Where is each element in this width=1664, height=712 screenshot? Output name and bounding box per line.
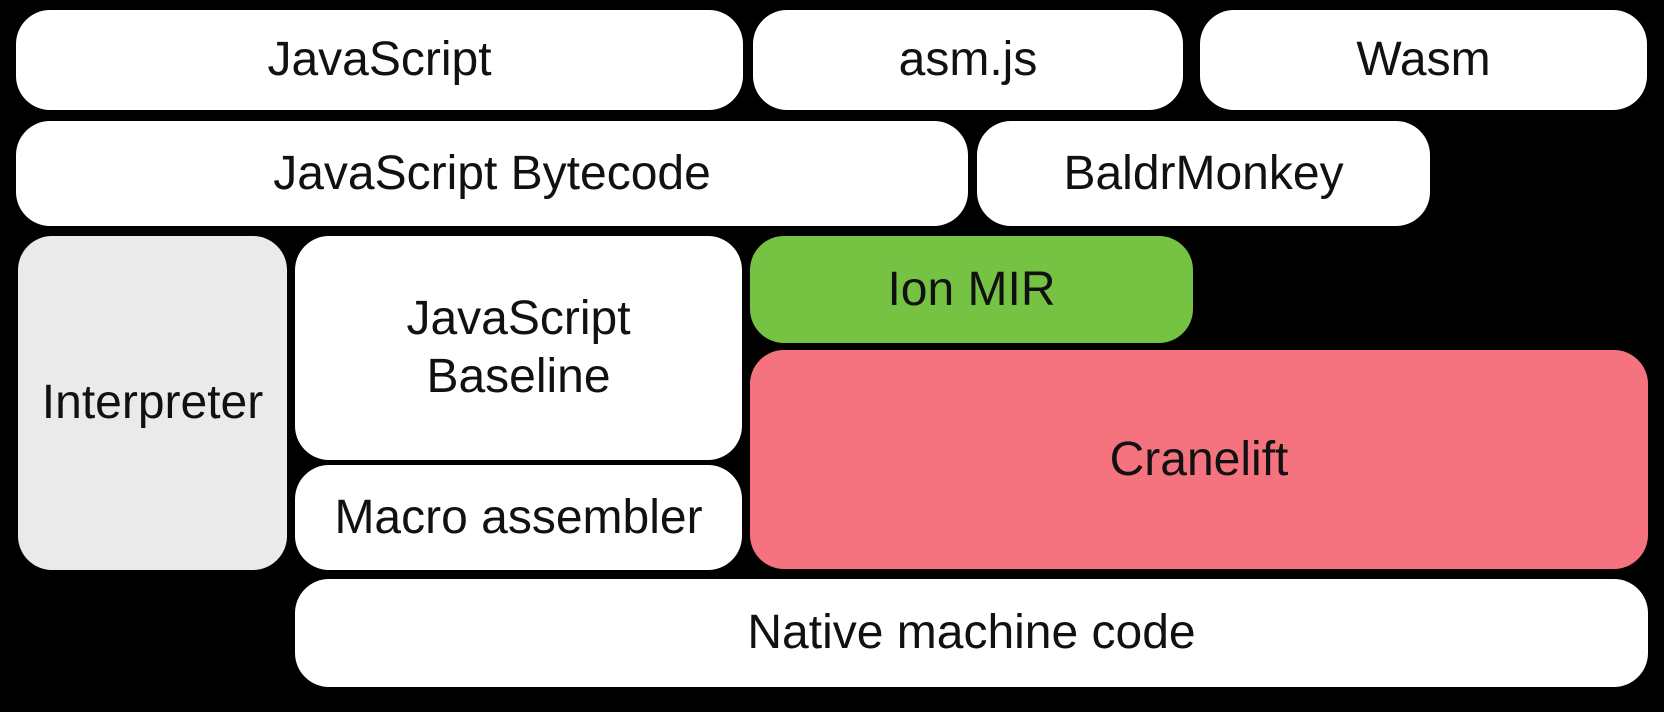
node-cranelift: Cranelift — [750, 350, 1648, 569]
node-interpreter: Interpreter — [18, 236, 287, 570]
node-wasm: Wasm — [1200, 10, 1647, 110]
node-javascript: JavaScript — [16, 10, 743, 110]
node-javascript-baseline: JavaScript Baseline — [295, 236, 742, 460]
node-asmjs: asm.js — [753, 10, 1183, 110]
node-baldrmonkey: BaldrMonkey — [977, 121, 1430, 226]
node-native-machine-code: Native machine code — [295, 579, 1648, 687]
node-macro-assembler: Macro assembler — [295, 465, 742, 570]
node-javascript-bytecode: JavaScript Bytecode — [16, 121, 968, 226]
node-ion-mir: Ion MIR — [750, 236, 1193, 343]
node-javascript-baseline-line2: Baseline — [426, 350, 611, 403]
node-javascript-baseline-line1: JavaScript — [406, 292, 631, 346]
